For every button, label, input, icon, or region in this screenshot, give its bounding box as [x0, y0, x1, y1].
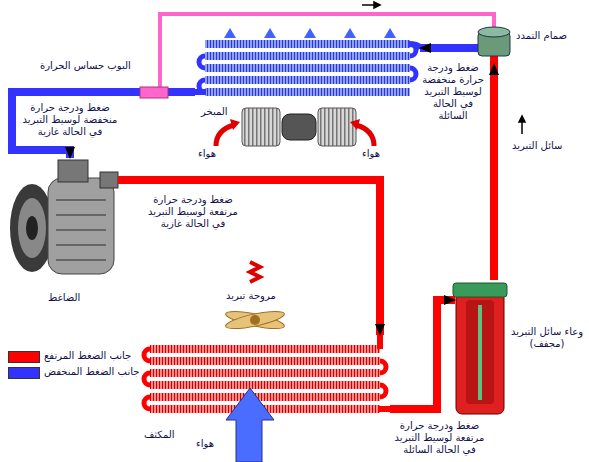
- component-label: المبخر: [201, 106, 228, 118]
- receiver-drier: وعاء سائل التبريد (مجفف): [455, 280, 585, 420]
- component-label: المكثف: [144, 429, 175, 441]
- bulb-body: [140, 87, 168, 98]
- pipe-label: ضغط ودرجة حرارة مرتفعة لوسيط التبريد في …: [392, 420, 487, 456]
- refrigerant-pipe: [390, 300, 455, 409]
- refrigerant-pipe: [118, 180, 380, 335]
- sensor-bulb: البوب حساس الحرارة: [40, 56, 172, 100]
- note-label: هواء: [196, 438, 214, 450]
- component-label: صمام التمدد: [516, 30, 567, 42]
- component-label: الضاغط: [48, 292, 80, 304]
- receiver-drawing: [453, 283, 507, 414]
- pipe-label: ضغط ودرجة حرارة مرتفعة لوسيط التبريد في …: [145, 194, 241, 230]
- pipe-label: سائل التبريد: [512, 140, 562, 152]
- legend-text: جانب الضغط المرتفع: [44, 350, 131, 362]
- blower: [216, 108, 374, 146]
- note-label: هواء: [362, 148, 380, 160]
- component-label: البوب حساس الحرارة: [40, 60, 131, 72]
- legend-text: جانب الضغط المنخفض: [44, 366, 139, 378]
- refrigerant-pipe: [12, 92, 195, 158]
- valve-drawing: [469, 22, 510, 65]
- legend-swatch: [8, 351, 40, 363]
- flow-arrow: [362, 2, 525, 134]
- condenser: المكثف: [140, 335, 390, 448]
- pipe-label: ضغط ودرجة حرارة منخفضة لوسيط التبريد في …: [20, 102, 120, 138]
- component-label: وعاء سائل التبريد (مجفف): [509, 326, 585, 350]
- air-arrow: [226, 388, 274, 462]
- note-label: هواء: [198, 148, 216, 160]
- condenser-coil: [144, 334, 391, 413]
- refrigerant-pipe: [160, 14, 494, 56]
- evaporator-coil: [195, 28, 421, 96]
- expansion-valve: صمام التمدد: [470, 22, 583, 64]
- evaporator: المبخر: [195, 28, 420, 130]
- capillary-tube: [158, 56, 162, 87]
- refrigerant-pipe: [420, 44, 470, 52]
- cooling-fan: [224, 262, 285, 332]
- compressor-drawing: [10, 160, 118, 274]
- note-label: مروحة تبريد: [226, 290, 276, 302]
- compressor: الضاغط: [8, 158, 118, 308]
- refrigerant-pipe: [490, 64, 498, 280]
- pipe-label: ضغط ودرجة حرارة منخفضة لوسيط التبريد في …: [420, 62, 486, 122]
- legend-swatch: [8, 367, 40, 379]
